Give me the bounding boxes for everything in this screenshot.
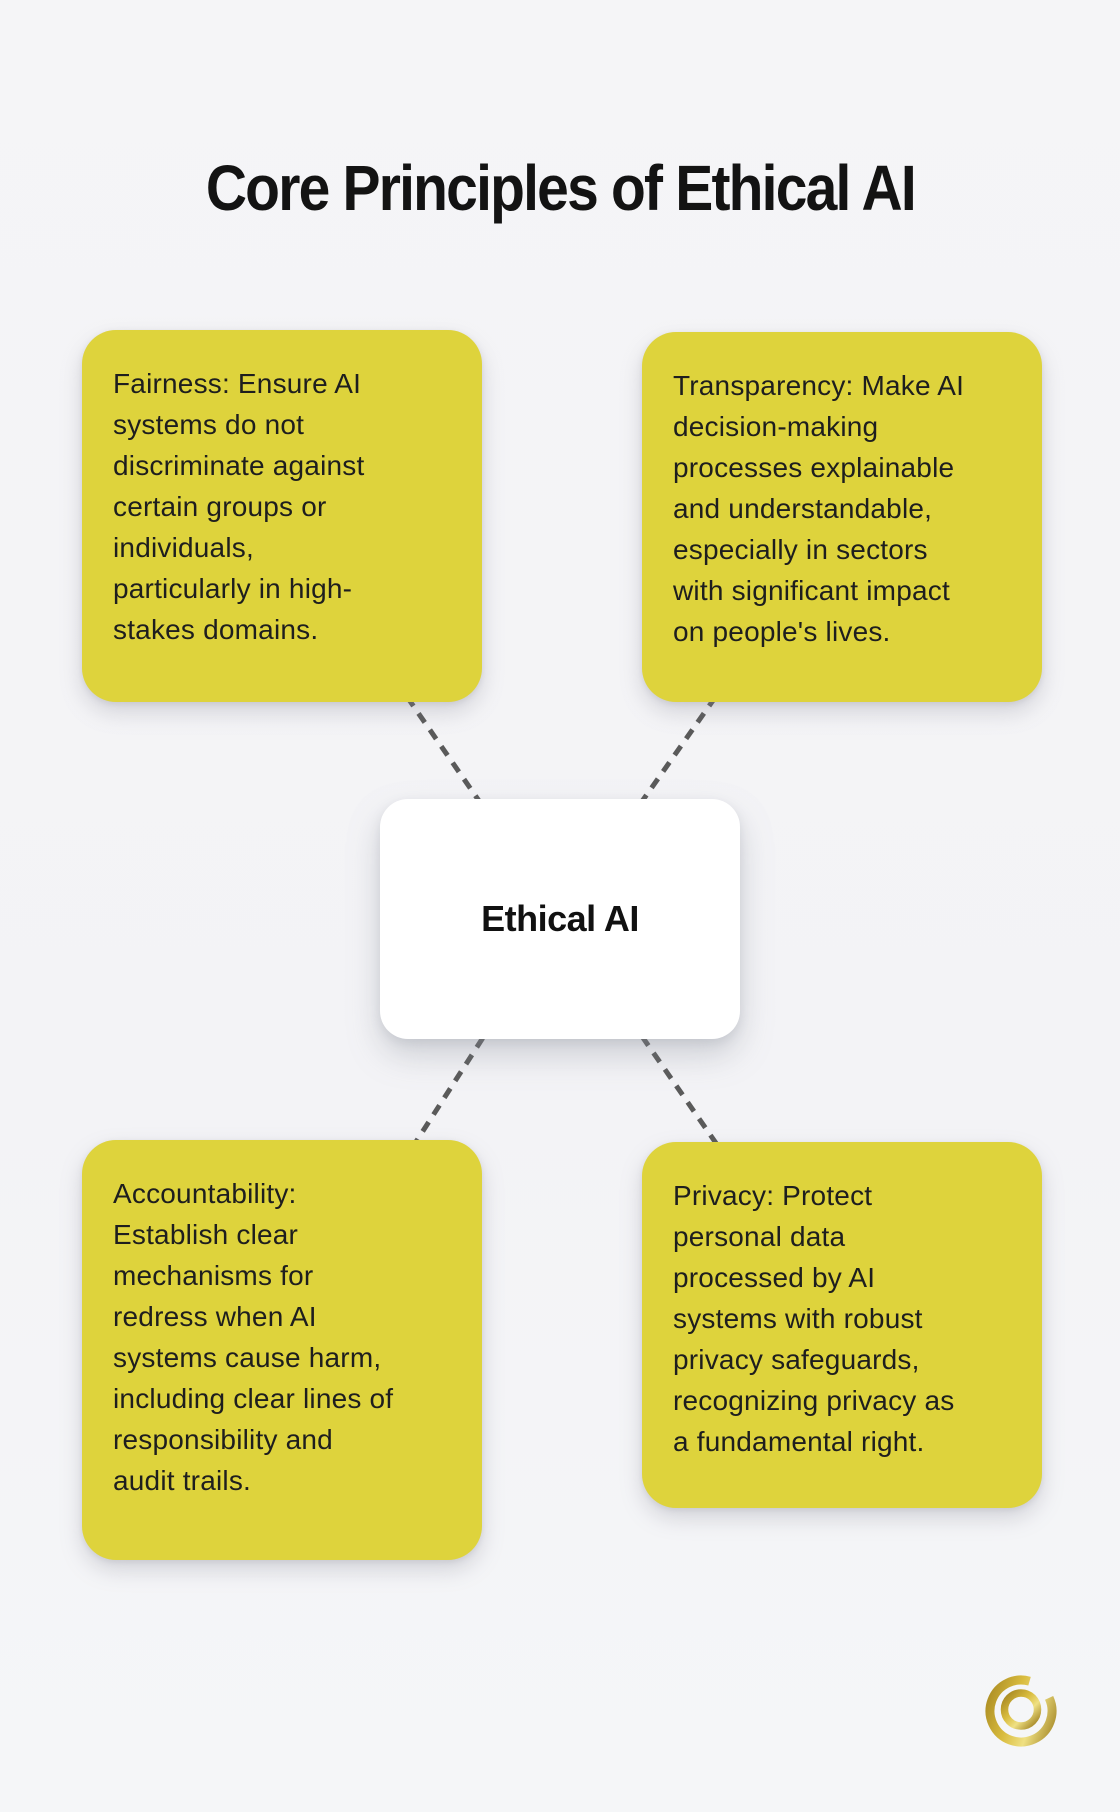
card-fairness: Fairness: Ensure AI systems do not discr… [82, 330, 482, 702]
card-privacy-text: Privacy: Protect personal data processed… [673, 1180, 955, 1457]
page-title-text: Core Principles of Ethical AI [205, 151, 916, 224]
card-accountability: Accountability: Establish clear mechanis… [82, 1140, 482, 1560]
page-title: Core Principles of Ethical AI [0, 155, 1120, 221]
card-privacy: Privacy: Protect personal data processed… [642, 1142, 1042, 1508]
card-fairness-text: Fairness: Ensure AI systems do not discr… [113, 368, 365, 645]
center-node-ethical-ai: Ethical AI [380, 799, 740, 1039]
card-accountability-text: Accountability: Establish clear mechanis… [113, 1178, 394, 1496]
card-transparency-text: Transparency: Make AI decision-making pr… [673, 370, 965, 647]
gold-q-emblem-icon [985, 1675, 1057, 1747]
card-transparency: Transparency: Make AI decision-making pr… [642, 332, 1042, 702]
center-node-label: Ethical AI [481, 898, 639, 939]
